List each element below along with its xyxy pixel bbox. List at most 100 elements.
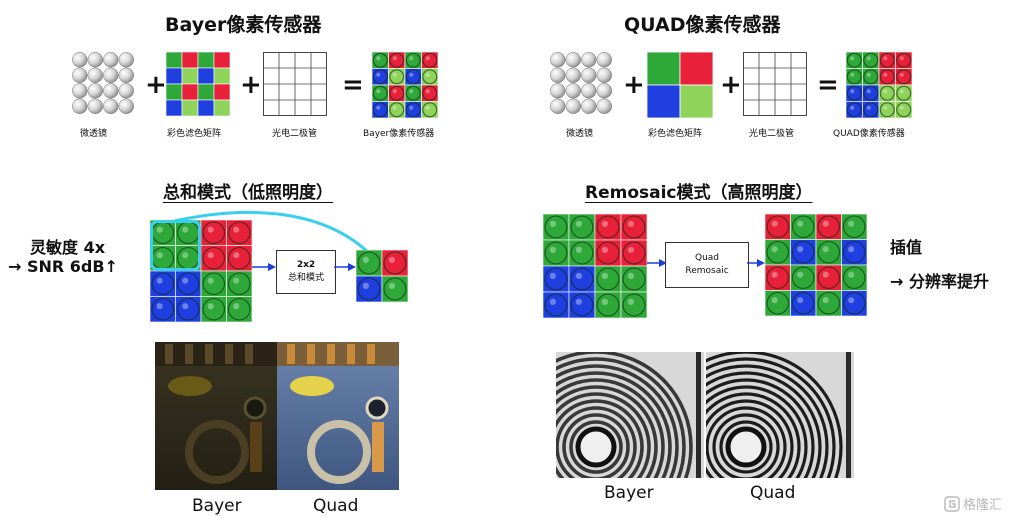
photo-label-bayer: Bayer [192, 496, 242, 516]
filter-cell [181, 67, 199, 85]
filter-cell [181, 99, 199, 116]
lens-highlight [156, 303, 163, 310]
lens-highlight [207, 226, 214, 233]
microlens [118, 98, 134, 114]
pixel-lens [389, 102, 405, 118]
pixel-lens [817, 291, 841, 315]
filter-cell [213, 83, 230, 101]
filter-cell [543, 265, 570, 293]
filter-cell [679, 52, 713, 86]
pixel-lens [817, 215, 841, 239]
lens-highlight [575, 220, 582, 227]
filter-cell [181, 83, 199, 101]
microlens [72, 98, 88, 114]
microlens [103, 83, 119, 99]
microlens-array-right [550, 52, 612, 114]
lens-highlight [425, 56, 430, 61]
sensitivity-text: 灵敏度 4x [30, 238, 106, 257]
lens-highlight [376, 105, 381, 110]
microlens [565, 98, 581, 114]
pixel-lens [405, 102, 421, 118]
pixel-lens [817, 266, 841, 290]
microlens [87, 67, 103, 83]
lens-highlight [866, 72, 871, 77]
filter-cell [765, 214, 791, 240]
lens-highlight [850, 89, 855, 94]
lens-highlight [549, 246, 556, 253]
filter-cell [213, 52, 230, 69]
filter-cell [620, 214, 647, 241]
lens-highlight [848, 246, 855, 253]
plus-sign: + [145, 70, 167, 100]
lens-highlight [392, 56, 397, 61]
lens-highlight [601, 246, 608, 253]
pixel-lens [372, 52, 388, 68]
caption-microlens: 微透镜 [566, 129, 594, 139]
filter-cell [356, 275, 383, 302]
lens-highlight [425, 89, 430, 94]
filter-cell [647, 84, 681, 118]
microlens [72, 83, 88, 99]
caption-bayer-sensor: Bayer像素传感器 [363, 129, 435, 139]
filter-cell [815, 239, 842, 266]
ring-chart-bayer [556, 352, 704, 478]
microlens [596, 98, 612, 114]
lens-highlight [376, 89, 381, 94]
filter-cell [862, 68, 880, 86]
lens-highlight [866, 89, 871, 94]
pixel-lens [817, 240, 841, 264]
photodiode-grid [263, 52, 327, 116]
lens-highlight [409, 105, 414, 110]
lens-highlight [771, 220, 778, 227]
lens-highlight [207, 252, 214, 259]
lens-highlight [866, 105, 871, 110]
pixel-lens [766, 215, 790, 239]
microlens [118, 67, 134, 83]
filter-cell [226, 270, 252, 297]
remosaic-box-line1: Quad [694, 253, 720, 263]
lens-highlight [771, 297, 778, 304]
filter-cell [404, 52, 422, 69]
lens-highlight [848, 271, 855, 278]
filter-cell [404, 84, 422, 102]
filter-cell [166, 83, 183, 101]
bayer-title: Bayer像素传感器 [165, 14, 322, 36]
filter-cell [846, 101, 863, 118]
filter-cell [381, 275, 408, 302]
filter-cell [568, 239, 596, 267]
equals-sign: = [817, 70, 839, 100]
pixel-lens [357, 251, 381, 275]
filter-cell [568, 265, 596, 293]
lens-highlight [233, 277, 240, 284]
lens-highlight [848, 220, 855, 227]
filter-cell [421, 101, 438, 118]
lens-highlight [425, 72, 430, 77]
filter-cell [226, 296, 252, 323]
lens-highlight [233, 226, 240, 233]
filter-cell [790, 239, 817, 266]
filter-cell [213, 67, 230, 85]
filter-cell [200, 296, 227, 323]
photo-label-quad: Quad [313, 496, 359, 516]
pixel-lens [372, 85, 388, 101]
filter-cell [895, 52, 912, 69]
filter-cell [388, 101, 406, 118]
filter-cell [841, 239, 867, 266]
pixel-lens [570, 241, 594, 265]
lens-highlight [627, 246, 634, 253]
photo-label-bayer: Bayer [604, 483, 654, 503]
pixel-lens [896, 85, 912, 101]
pixel-lens [622, 293, 646, 317]
filter-cell [765, 264, 791, 291]
lens-highlight [409, 89, 414, 94]
filter-cell [388, 84, 406, 102]
lens-highlight [883, 72, 888, 77]
pixel-lens [202, 297, 226, 321]
microlens [550, 67, 566, 83]
filter-cell [895, 84, 912, 102]
binning-title: 总和模式（低照明度） [163, 183, 333, 203]
filter-cell [372, 52, 389, 69]
filter-cell [878, 68, 896, 86]
caption-color-filter: 彩色滤色矩阵 [167, 129, 222, 139]
binning-process-box: 2x2 总和模式 [276, 250, 336, 294]
